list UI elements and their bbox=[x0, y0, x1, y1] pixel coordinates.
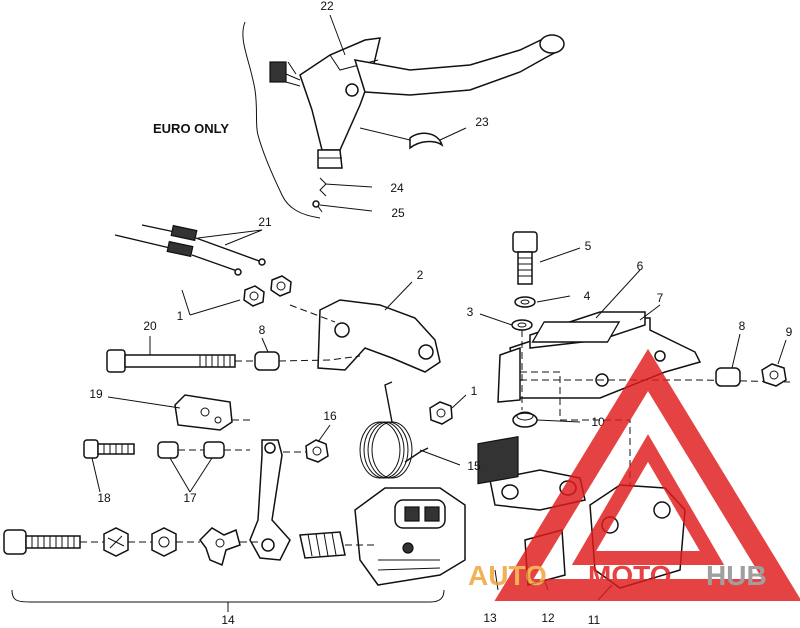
callout-7: 7 bbox=[657, 291, 664, 305]
callout-25: 25 bbox=[391, 206, 405, 220]
torsion-spring bbox=[359, 381, 429, 479]
adjuster-block bbox=[174, 394, 329, 463]
callout-8: 8 bbox=[259, 323, 266, 337]
watermark-word-hub: HUB bbox=[706, 560, 767, 591]
callout-12: 12 bbox=[541, 611, 555, 625]
piston-block bbox=[354, 487, 466, 586]
actuator-arm bbox=[249, 439, 291, 561]
callout-1: 1 bbox=[177, 309, 184, 323]
callout-24: 24 bbox=[390, 181, 404, 195]
caliper-housing bbox=[497, 311, 791, 505]
watermark-triangle-outer bbox=[494, 348, 800, 601]
callout-11: 11 bbox=[588, 613, 601, 627]
right-spacer-and-nut bbox=[715, 363, 787, 387]
callout-9: 9 bbox=[786, 325, 793, 339]
callout-14: 14 bbox=[221, 613, 235, 627]
callout-3: 3 bbox=[467, 305, 474, 319]
euro-only-note: EURO ONLY bbox=[153, 121, 229, 136]
callout-19: 19 bbox=[89, 387, 103, 401]
cable-group bbox=[114, 224, 292, 307]
callout-23: 23 bbox=[475, 115, 489, 129]
automotohub-watermark: AUTO MOTO HUB bbox=[468, 348, 800, 601]
callout-18: 18 bbox=[97, 491, 111, 505]
callout-22: 22 bbox=[320, 0, 334, 13]
euro-only-lever-assembly bbox=[242, 21, 565, 219]
center-nut bbox=[429, 401, 453, 425]
callout-4: 4 bbox=[584, 289, 591, 303]
callout-21: 21 bbox=[258, 215, 272, 229]
long-bolt-assembly bbox=[106, 349, 361, 373]
callout-5: 5 bbox=[585, 239, 592, 253]
short-bolt-and-bushings bbox=[83, 439, 250, 459]
callout-16: 16 bbox=[323, 409, 337, 423]
bracket-part bbox=[289, 299, 441, 373]
watermark-word-auto: AUTO bbox=[468, 560, 547, 591]
callout-8-right: 8 bbox=[739, 319, 746, 333]
callout-15: 15 bbox=[467, 459, 481, 473]
callout-13: 13 bbox=[483, 611, 497, 625]
vertical-bolt-assembly bbox=[511, 231, 538, 428]
callout-6: 6 bbox=[637, 259, 644, 273]
watermark-word-moto: MOTO bbox=[588, 560, 671, 591]
callout-labels: 22 23 24 25 21 1 2 20 8 5 4 3 6 7 8 9 10… bbox=[89, 0, 792, 627]
callout-2: 2 bbox=[417, 268, 424, 282]
lower-bolt-assembly bbox=[3, 527, 445, 612]
callout-20: 20 bbox=[143, 319, 157, 333]
callout-1-second: 1 bbox=[471, 384, 478, 398]
callout-17: 17 bbox=[183, 491, 197, 505]
watermark-triangle-inner bbox=[571, 434, 725, 565]
